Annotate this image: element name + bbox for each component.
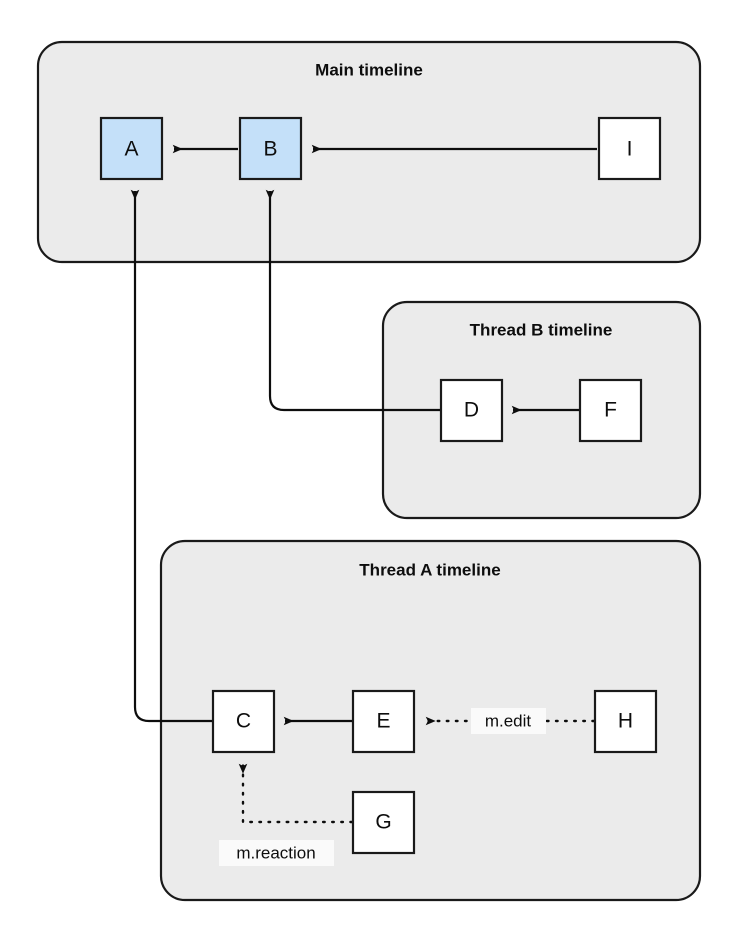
- node-i[interactable]: I: [597, 116, 662, 181]
- node-h[interactable]: H: [593, 689, 658, 754]
- edge-c-to-a: [130, 189, 213, 723]
- node-a-label: A: [124, 138, 138, 161]
- node-b[interactable]: B: [238, 116, 303, 181]
- node-g[interactable]: G: [351, 790, 416, 855]
- node-a[interactable]: A: [99, 116, 164, 181]
- node-f-label: F: [604, 399, 617, 422]
- group-thread-b-timeline-title: Thread B timeline: [470, 320, 613, 339]
- edge-d-to-b: [265, 189, 441, 412]
- node-i-box[interactable]: [597, 116, 662, 181]
- group-thread-a-timeline-title: Thread A timeline: [359, 560, 500, 579]
- node-g-label: G: [375, 811, 391, 834]
- node-c[interactable]: C: [211, 689, 276, 754]
- edge-g-to-c: [238, 763, 354, 824]
- node-g-box[interactable]: [351, 790, 416, 855]
- node-a-box[interactable]: [99, 116, 164, 181]
- node-i-label: I: [627, 138, 633, 161]
- node-d-box[interactable]: [439, 378, 504, 443]
- edge-label-m-edit: m.edit: [485, 711, 532, 730]
- node-b-label: B: [263, 138, 277, 161]
- edge-label-m-reaction: m.reaction: [236, 843, 315, 862]
- edge-label-m-edit-background: [471, 708, 546, 734]
- node-e-box[interactable]: [351, 689, 416, 754]
- node-d-label: D: [464, 399, 479, 422]
- group-main-timeline-title: Main timeline: [315, 60, 423, 79]
- group-main-timeline-box: [36, 40, 702, 264]
- edge-label-m-reaction-background: [219, 840, 334, 866]
- node-c-box[interactable]: [211, 689, 276, 754]
- node-h-label: H: [618, 710, 633, 733]
- node-f-box[interactable]: [578, 378, 643, 443]
- node-c-label: C: [236, 710, 251, 733]
- node-d[interactable]: D: [439, 378, 504, 443]
- node-h-box[interactable]: [593, 689, 658, 754]
- node-f[interactable]: F: [578, 378, 643, 443]
- node-e[interactable]: E: [351, 689, 416, 754]
- node-b-box[interactable]: [238, 116, 303, 181]
- node-e-label: E: [376, 710, 390, 733]
- group-main-timeline: Main timeline: [36, 40, 702, 264]
